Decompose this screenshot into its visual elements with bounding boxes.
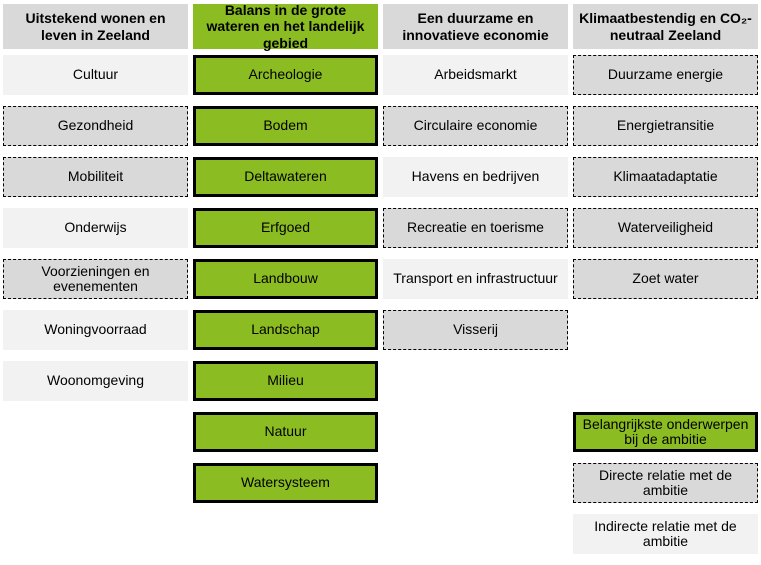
item-bodem: Bodem bbox=[193, 106, 378, 146]
item-landschap: Landschap bbox=[193, 310, 378, 350]
item-visserij: Visserij bbox=[383, 310, 568, 350]
item-erfgoed: Erfgoed bbox=[193, 208, 378, 248]
item-milieu: Milieu bbox=[193, 361, 378, 401]
item-deltawateren: Deltawateren bbox=[193, 157, 378, 197]
item-recreatie-en-toerisme: Recreatie en toerisme bbox=[383, 208, 568, 248]
item-circulaire-economie: Circulaire economie bbox=[383, 106, 568, 146]
column-wonen-leven: Uitstekend wonen en leven in Zeeland Cul… bbox=[3, 4, 188, 565]
item-archeologie: Archeologie bbox=[193, 55, 378, 95]
item-transport-en-infrastructuur: Transport en infrastructuur bbox=[383, 259, 568, 299]
item-cultuur: Cultuur bbox=[3, 55, 188, 95]
column-grote-wateren: Balans in de grote wateren en het landel… bbox=[193, 2, 378, 565]
item-landbouw: Landbouw bbox=[193, 259, 378, 299]
legend-indirect-relation: Indirecte relatie met de ambitie bbox=[573, 514, 758, 554]
item-woningvoorraad: Woningvoorraad bbox=[3, 310, 188, 350]
item-natuur: Natuur bbox=[193, 412, 378, 452]
legend-important-topics: Belangrijkste onderwerpen bij de ambitie bbox=[573, 412, 758, 452]
item-voorzieningen-en-evenementen: Voorzieningen en evenementen bbox=[3, 259, 188, 299]
column-klimaat: Klimaatbestendig en CO₂-neutraal Zeeland… bbox=[573, 4, 758, 565]
column-header-grote-wateren: Balans in de grote wateren en het landel… bbox=[193, 2, 378, 51]
item-waterveiligheid: Waterveiligheid bbox=[573, 208, 758, 248]
legend-direct-relation: Directe relatie met de ambitie bbox=[573, 463, 758, 503]
column-header-wonen-leven: Uitstekend wonen en leven in Zeeland bbox=[3, 4, 188, 49]
item-woonomgeving: Woonomgeving bbox=[3, 361, 188, 401]
legend-spacer bbox=[573, 310, 758, 412]
item-onderwijs: Onderwijs bbox=[3, 208, 188, 248]
item-energietransitie: Energietransitie bbox=[573, 106, 758, 146]
item-watersysteem: Watersysteem bbox=[193, 463, 378, 503]
item-zoet-water: Zoet water bbox=[573, 259, 758, 299]
item-duurzame-energie: Duurzame energie bbox=[573, 55, 758, 95]
column-economie: Een duurzame en innovatieve economie Arb… bbox=[383, 4, 568, 565]
column-header-economie: Een duurzame en innovatieve economie bbox=[383, 4, 568, 49]
item-gezondheid: Gezondheid bbox=[3, 106, 188, 146]
item-havens-en-bedrijven: Havens en bedrijven bbox=[383, 157, 568, 197]
item-arbeidsmarkt: Arbeidsmarkt bbox=[383, 55, 568, 95]
item-klimaatadaptatie: Klimaatadaptatie bbox=[573, 157, 758, 197]
column-header-klimaat: Klimaatbestendig en CO₂-neutraal Zeeland bbox=[573, 4, 758, 49]
item-mobiliteit: Mobiliteit bbox=[3, 157, 188, 197]
